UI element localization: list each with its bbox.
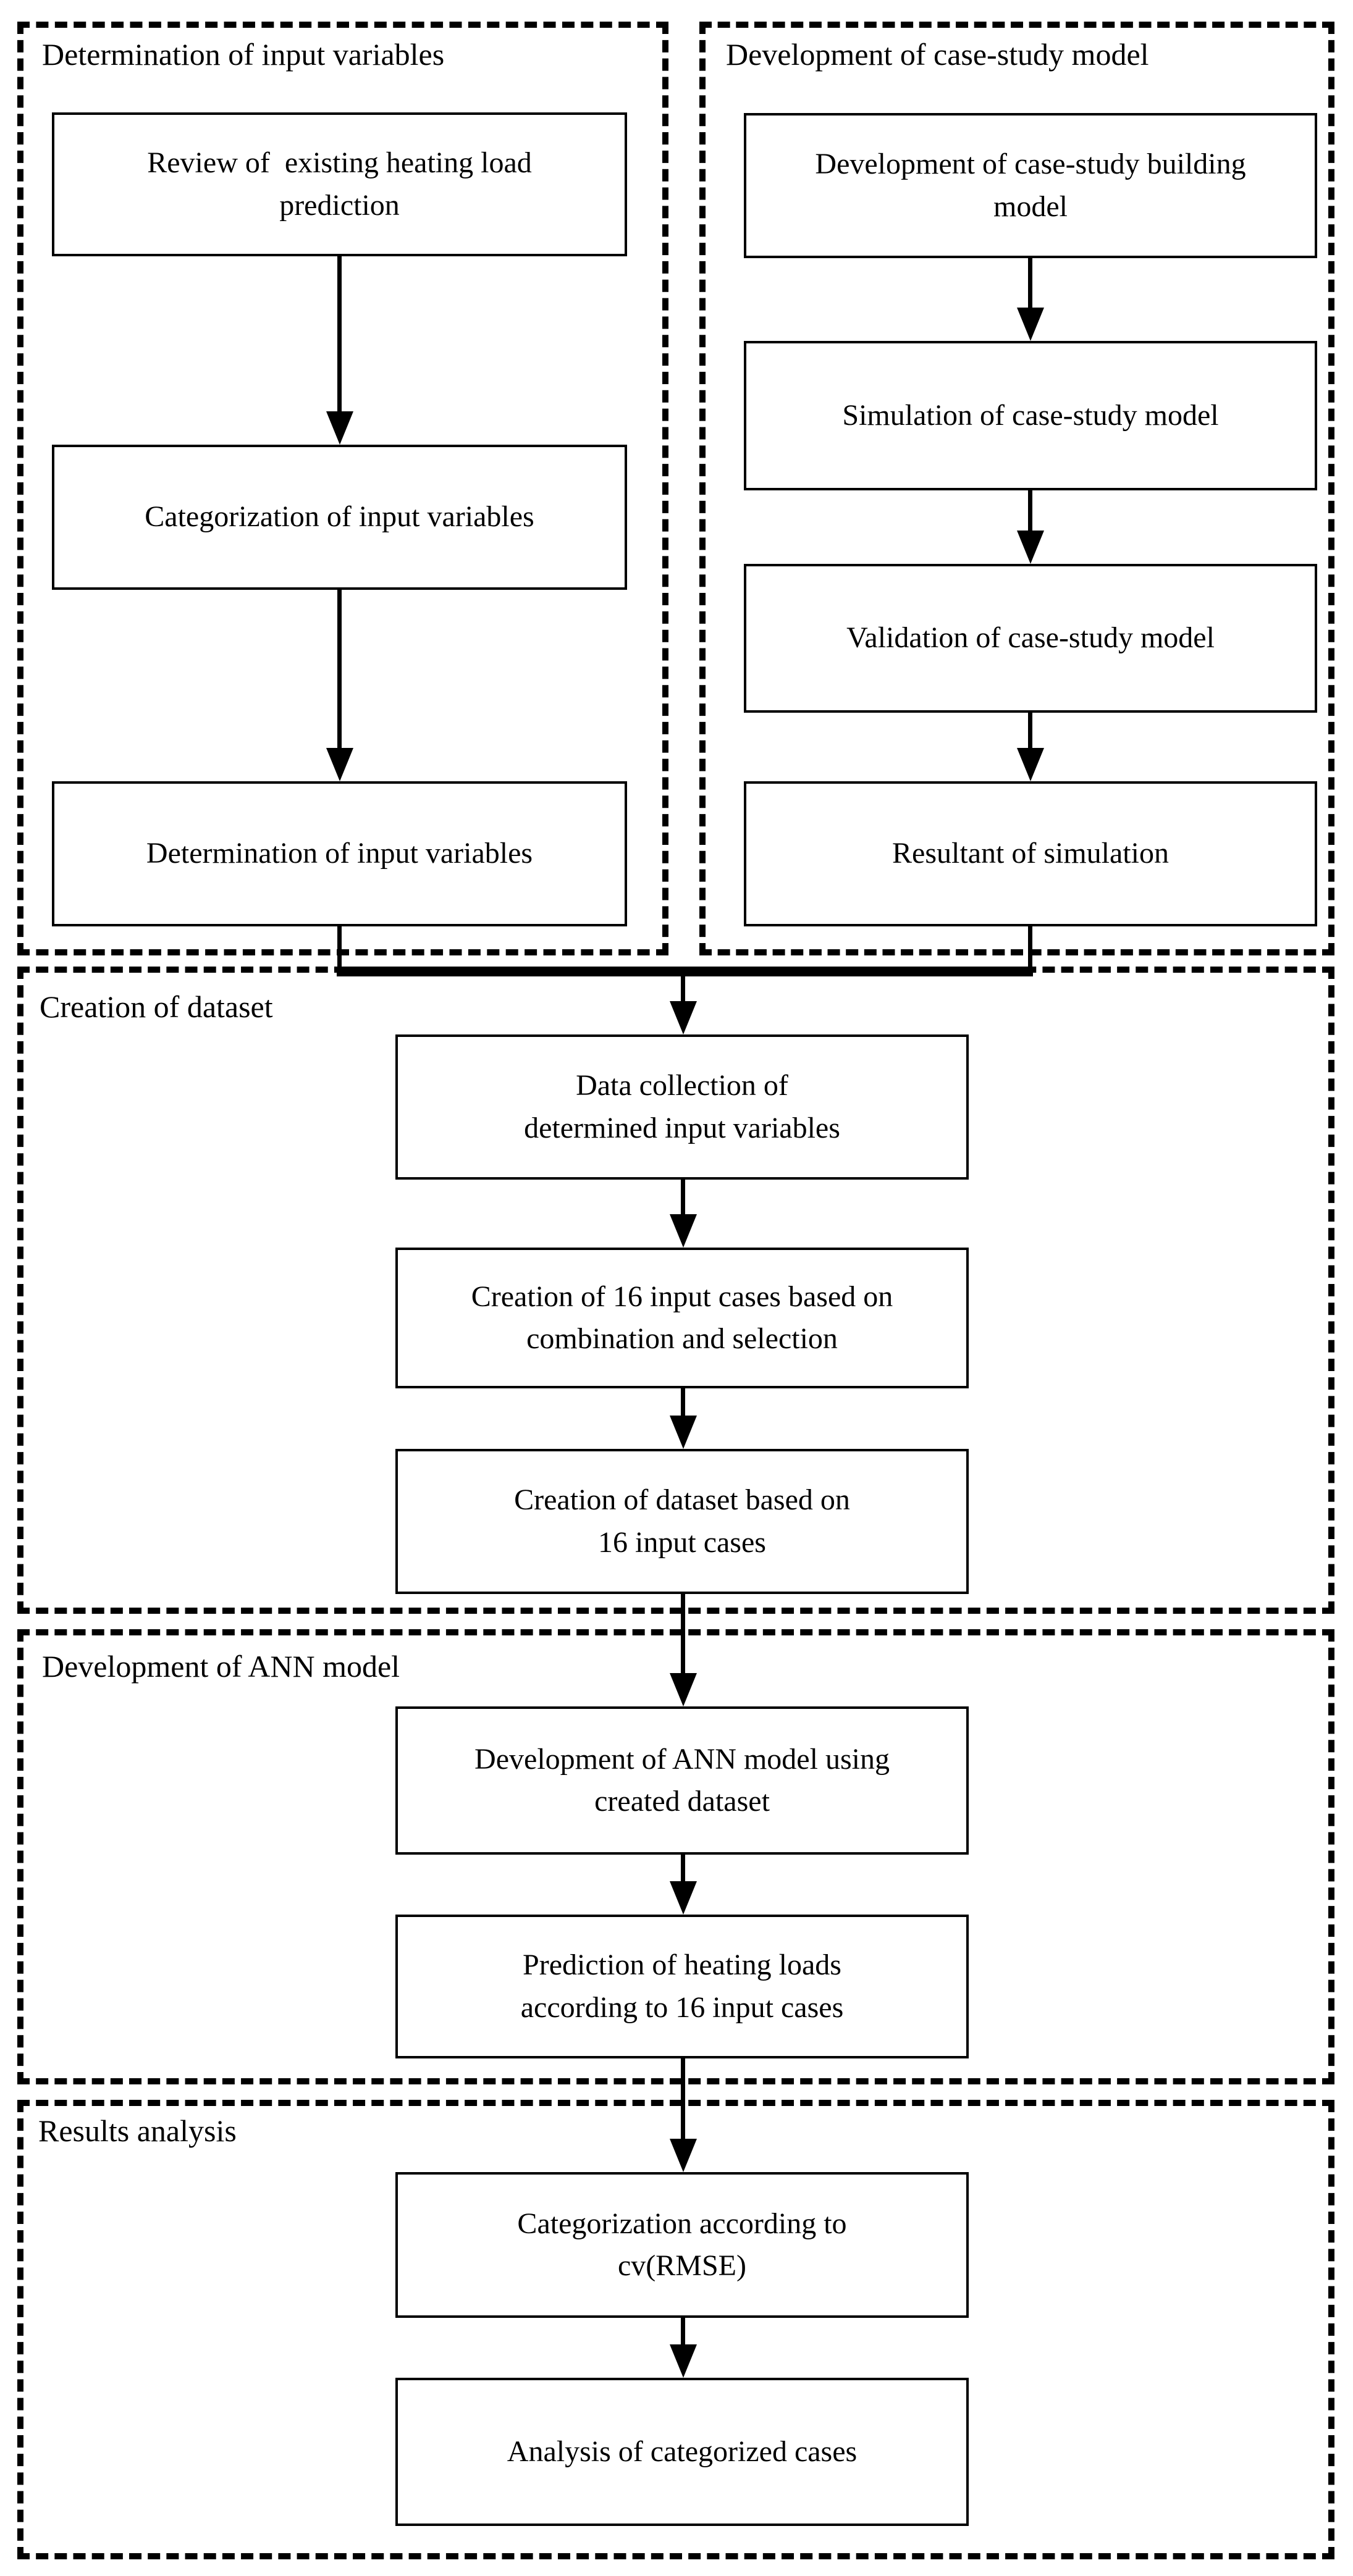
section-label-development-of-case-study-model: Development of case-study model bbox=[726, 37, 1149, 72]
section-development-of-case-study-model bbox=[699, 22, 1334, 955]
box-resultant-of-simulation: Resultant of simulation bbox=[744, 781, 1317, 926]
box-validation-of-case-study-model-text: Validation of case-study model bbox=[846, 621, 1215, 655]
box-resultant-of-simulation-text: Resultant of simulation bbox=[892, 837, 1169, 870]
box-development-of-ann-model: Development of ANN model using created d… bbox=[395, 1706, 969, 1855]
merge-bar bbox=[337, 967, 1033, 976]
section-label-creation-of-dataset: Creation of dataset bbox=[40, 989, 273, 1024]
arrow-validation-to-resultant-head bbox=[1017, 748, 1044, 781]
arrow-simulation-to-validation-head bbox=[1017, 531, 1044, 564]
box-creation-of-dataset: Creation of dataset based on 16 input ca… bbox=[395, 1449, 969, 1594]
box-development-of-case-study-building-model-text: Development of case-study building model bbox=[815, 148, 1246, 223]
section-label-results-analysis: Results analysis bbox=[38, 2113, 237, 2148]
box-review-existing-heating-load-text: Review of existing heating load predicti… bbox=[147, 146, 532, 222]
box-prediction-of-heating-loads: Prediction of heating loads according to… bbox=[395, 1915, 969, 2058]
arrow-simulation-to-validation-line bbox=[1028, 490, 1032, 531]
section-label-development-of-ann-model: Development of ANN model bbox=[42, 1649, 400, 1684]
section-determination-of-input-variables bbox=[17, 22, 668, 955]
arrow-categorization-to-determination-line bbox=[337, 590, 342, 748]
box-analysis-of-categorized-cases-text: Analysis of categorized cases bbox=[507, 2435, 858, 2468]
box-determination-of-input-variables-text: Determination of input variables bbox=[146, 837, 533, 870]
box-development-of-ann-model-text: Development of ANN model using created d… bbox=[474, 1742, 890, 1818]
arrow-16-cases-to-dataset-head bbox=[670, 1416, 697, 1449]
section-results-analysis bbox=[17, 2100, 1334, 2559]
box-categorization-of-input-variables-text: Categorization of input variables bbox=[145, 500, 534, 534]
arrow-building-model-to-simulation-head bbox=[1017, 308, 1044, 341]
arrow-16-cases-to-dataset-line bbox=[681, 1388, 685, 1416]
arrow-building-model-to-simulation-line bbox=[1028, 258, 1032, 308]
box-review-existing-heating-load: Review of existing heating load predicti… bbox=[52, 112, 627, 256]
box-data-collection: Data collection of determined input vari… bbox=[395, 1034, 969, 1180]
box-data-collection-text: Data collection of determined input vari… bbox=[524, 1069, 840, 1144]
arrow-review-to-categorization-line bbox=[337, 256, 342, 411]
arrow-validation-to-resultant-line bbox=[1028, 713, 1032, 748]
box-categorization-cvrmse-text: Categorization according to cv(RMSE) bbox=[517, 2207, 847, 2282]
box-categorization-of-input-variables: Categorization of input variables bbox=[52, 445, 627, 590]
arrow-merge-to-data-collection-head bbox=[670, 1001, 697, 1034]
arrow-ann-to-prediction-head bbox=[670, 1881, 697, 1915]
arrow-categorization-to-analysis-head bbox=[670, 2344, 697, 2378]
arrow-prediction-to-categorization-head bbox=[670, 2139, 697, 2172]
arrow-dataset-to-ann-line bbox=[681, 1594, 685, 1673]
box-development-of-case-study-building-model: Development of case-study building model bbox=[744, 113, 1317, 258]
arrow-ann-to-prediction-line bbox=[681, 1855, 685, 1881]
arrow-categorization-to-determination-head bbox=[326, 748, 353, 781]
arrow-dataset-to-ann-head bbox=[670, 1673, 697, 1706]
merge-connector-right bbox=[1028, 926, 1032, 971]
arrow-prediction-to-categorization-line bbox=[681, 2058, 685, 2139]
box-prediction-of-heating-loads-text: Prediction of heating loads according to… bbox=[520, 1949, 844, 2024]
box-creation-of-16-input-cases: Creation of 16 input cases based on comb… bbox=[395, 1248, 969, 1388]
box-analysis-of-categorized-cases: Analysis of categorized cases bbox=[395, 2378, 969, 2526]
box-simulation-of-case-study-model: Simulation of case-study model bbox=[744, 341, 1317, 490]
merge-connector-left bbox=[337, 926, 342, 971]
box-simulation-of-case-study-model-text: Simulation of case-study model bbox=[842, 398, 1219, 432]
section-label-determination-of-input-variables: Determination of input variables bbox=[42, 37, 445, 72]
arrow-data-collection-to-16-cases-line bbox=[681, 1180, 685, 1214]
box-categorization-cvrmse: Categorization according to cv(RMSE) bbox=[395, 2172, 969, 2318]
section-development-of-ann-model bbox=[17, 1629, 1334, 2084]
box-creation-of-16-input-cases-text: Creation of 16 input cases based on comb… bbox=[471, 1280, 893, 1355]
box-creation-of-dataset-text: Creation of dataset based on 16 input ca… bbox=[514, 1483, 850, 1559]
arrow-review-to-categorization-head bbox=[326, 411, 353, 445]
arrow-merge-to-data-collection-line bbox=[681, 973, 685, 1001]
box-validation-of-case-study-model: Validation of case-study model bbox=[744, 564, 1317, 713]
box-determination-of-input-variables: Determination of input variables bbox=[52, 781, 627, 926]
arrow-categorization-to-analysis-line bbox=[681, 2318, 685, 2344]
arrow-data-collection-to-16-cases-head bbox=[670, 1214, 697, 1248]
